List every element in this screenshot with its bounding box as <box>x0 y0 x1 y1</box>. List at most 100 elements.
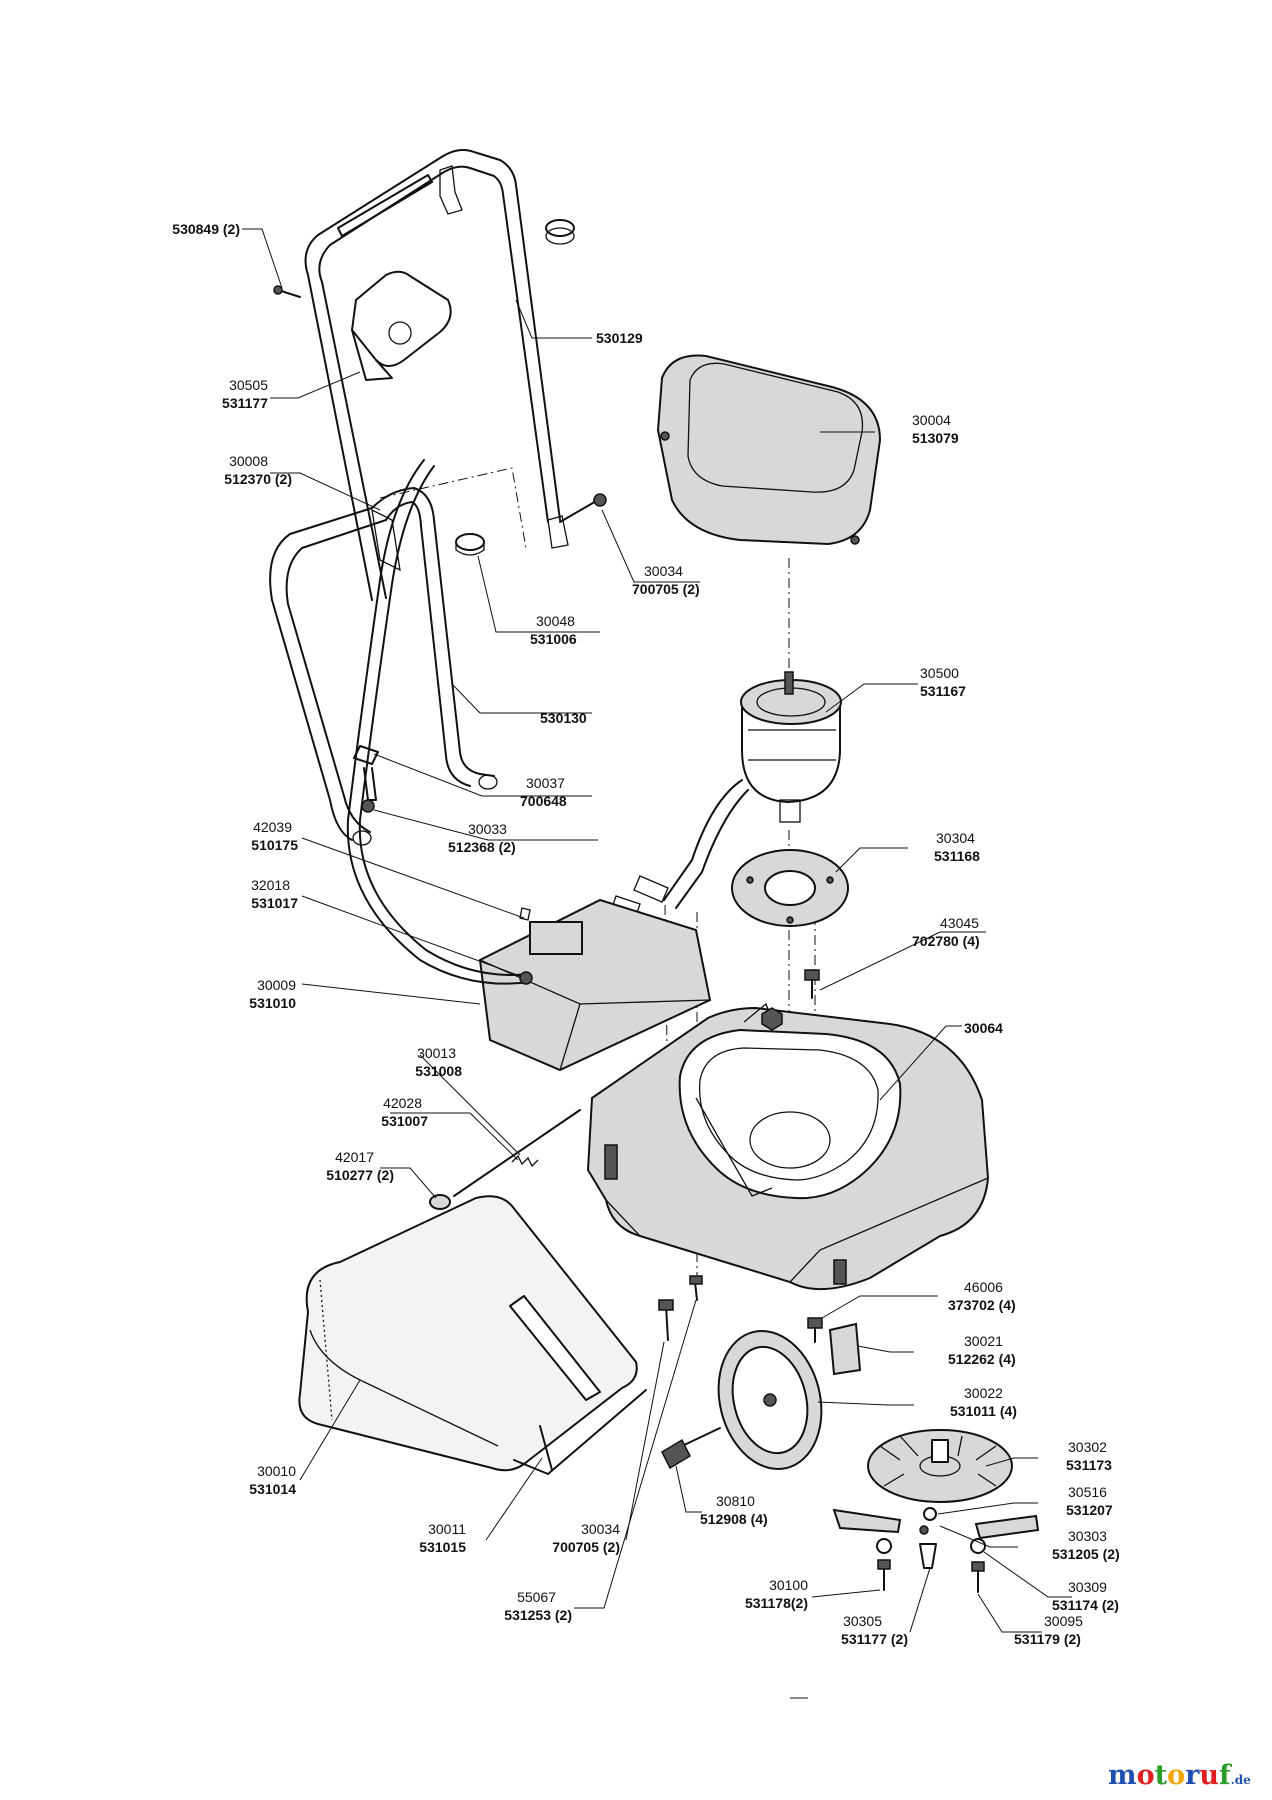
callout-30305: 30305 531177 (2) <box>841 1613 908 1647</box>
cable-clip-30048-part <box>455 533 485 556</box>
svg-text:30064: 30064 <box>964 1020 1003 1036</box>
lower-screws-part <box>658 1275 703 1341</box>
svg-text:32018: 32018 <box>251 877 290 893</box>
callout-30034-lower: 30034 700705 (2) <box>552 1521 620 1555</box>
rod-cap-part <box>429 1194 451 1210</box>
svg-text:30302: 30302 <box>1068 1439 1107 1455</box>
callout-30033: 30033 512368 (2) <box>448 821 516 855</box>
svg-text:531253 (2): 531253 (2) <box>504 1607 572 1623</box>
callout-30304: 30304 531168 <box>934 830 980 864</box>
svg-text:46006: 46006 <box>964 1279 1003 1295</box>
svg-text:30505: 30505 <box>229 377 268 393</box>
svg-text:700648: 700648 <box>520 793 567 809</box>
callout-30009: 30009 531010 <box>249 977 296 1011</box>
callout-labels: 530849 (2) 530129 30505 531177 30004 513… <box>172 221 1119 1647</box>
screw-30034-upper-part <box>559 493 607 523</box>
svg-text:30500: 30500 <box>920 665 959 681</box>
leader-lines <box>242 228 1072 1699</box>
callout-42028: 42028 531007 <box>381 1095 428 1129</box>
rear-flap-rod-part <box>453 1109 581 1197</box>
fan-part <box>867 1429 1013 1503</box>
svg-text:531177: 531177 <box>222 395 268 411</box>
svg-text:513079: 513079 <box>912 430 959 446</box>
motor-cover-part <box>656 354 882 546</box>
blade-hardware-part <box>876 1507 986 1593</box>
svg-text:531015: 531015 <box>419 1539 466 1555</box>
blades-part <box>832 1508 1040 1540</box>
callout-30008: 30008 512370 (2) <box>224 453 292 487</box>
callout-30302: 30302 531173 <box>1066 1439 1112 1473</box>
callout-30064: 30064 <box>964 1020 1003 1036</box>
svg-text:30034: 30034 <box>644 563 683 579</box>
svg-text:30034: 30034 <box>581 1521 620 1537</box>
svg-text:700705 (2): 700705 (2) <box>632 581 700 597</box>
motoruf-logo: motoruf.de <box>1108 1760 1251 1791</box>
callout-42017: 42017 510277 (2) <box>326 1149 394 1183</box>
callout-30100: 30100 531178(2) <box>745 1577 808 1611</box>
svg-text:42017: 42017 <box>335 1149 374 1165</box>
logo-letter: u <box>1199 1760 1219 1791</box>
logo-letter: o <box>1136 1760 1155 1791</box>
callout-30500: 30500 531167 <box>920 665 966 699</box>
logo-letter: r <box>1185 1760 1200 1791</box>
svg-text:700705 (2): 700705 (2) <box>552 1539 620 1555</box>
svg-text:531010: 531010 <box>249 995 296 1011</box>
svg-text:531178(2): 531178(2) <box>745 1595 808 1611</box>
svg-text:42039: 42039 <box>253 819 292 835</box>
callout-30303: 30303 531205 (2) <box>1052 1528 1120 1562</box>
svg-text:531017: 531017 <box>251 895 298 911</box>
svg-text:30309: 30309 <box>1068 1579 1107 1595</box>
screw-43045-part <box>804 969 820 999</box>
motor-wiring-part <box>611 779 749 917</box>
callout-30013: 30013 531008 <box>415 1045 462 1079</box>
logo-letter: o <box>1167 1760 1186 1791</box>
svg-text:531007: 531007 <box>381 1113 428 1129</box>
svg-text:373702 (4): 373702 (4) <box>948 1297 1016 1313</box>
grass-bag-part <box>298 1195 647 1475</box>
svg-text:510175: 510175 <box>251 837 298 853</box>
callout-30022: 30022 531011 (4) <box>950 1385 1017 1419</box>
callout-30810: 30810 512908 (4) <box>700 1493 768 1527</box>
logo-letter: t <box>1154 1760 1168 1791</box>
callout-530849: 530849 (2) <box>172 221 240 237</box>
svg-text:531168: 531168 <box>934 848 980 864</box>
svg-text:30304: 30304 <box>936 830 975 846</box>
axle-bolt-part <box>661 1427 721 1470</box>
svg-text:531177 (2): 531177 (2) <box>841 1631 908 1647</box>
callout-43045: 43045 702780 (4) <box>912 915 980 949</box>
handle-clamp-part <box>351 270 452 381</box>
wheel-bolt-part <box>807 1317 862 1376</box>
svg-text:531006: 531006 <box>530 631 577 647</box>
svg-text:531174 (2): 531174 (2) <box>1052 1597 1119 1613</box>
svg-text:530129: 530129 <box>596 330 643 346</box>
upper-handle-part <box>304 149 569 601</box>
svg-text:512368 (2): 512368 (2) <box>448 839 516 855</box>
svg-text:30810: 30810 <box>716 1493 755 1509</box>
svg-text:30010: 30010 <box>257 1463 296 1479</box>
svg-text:30048: 30048 <box>536 613 575 629</box>
svg-text:42028: 42028 <box>383 1095 422 1111</box>
svg-text:30037: 30037 <box>526 775 565 791</box>
callout-30034-upper: 30034 700705 (2) <box>632 563 700 597</box>
callout-530129: 530129 <box>596 330 643 346</box>
svg-text:30303: 30303 <box>1068 1528 1107 1544</box>
logo-letter: f <box>1218 1760 1231 1791</box>
svg-text:531167: 531167 <box>920 683 966 699</box>
callout-30004: 30004 513079 <box>912 412 959 446</box>
svg-text:30100: 30100 <box>769 1577 808 1593</box>
svg-text:30095: 30095 <box>1044 1613 1083 1629</box>
svg-text:531207: 531207 <box>1066 1502 1113 1518</box>
svg-text:512370 (2): 512370 (2) <box>224 471 292 487</box>
svg-text:30516: 30516 <box>1068 1484 1107 1500</box>
callout-30048: 30048 531006 <box>530 613 577 647</box>
svg-text:30022: 30022 <box>964 1385 1003 1401</box>
wheel-part <box>717 1330 823 1470</box>
callout-530130: 530130 <box>540 710 587 726</box>
callout-55067: 55067 531253 (2) <box>504 1589 572 1623</box>
callout-30309: 30309 531174 (2) <box>1052 1579 1119 1613</box>
screw-530849-part <box>273 285 301 298</box>
svg-text:512908 (4): 512908 (4) <box>700 1511 768 1527</box>
mower-deck-part <box>586 1002 990 1291</box>
callout-30010: 30010 531014 <box>249 1463 296 1497</box>
spacer-plate-part <box>731 849 849 927</box>
